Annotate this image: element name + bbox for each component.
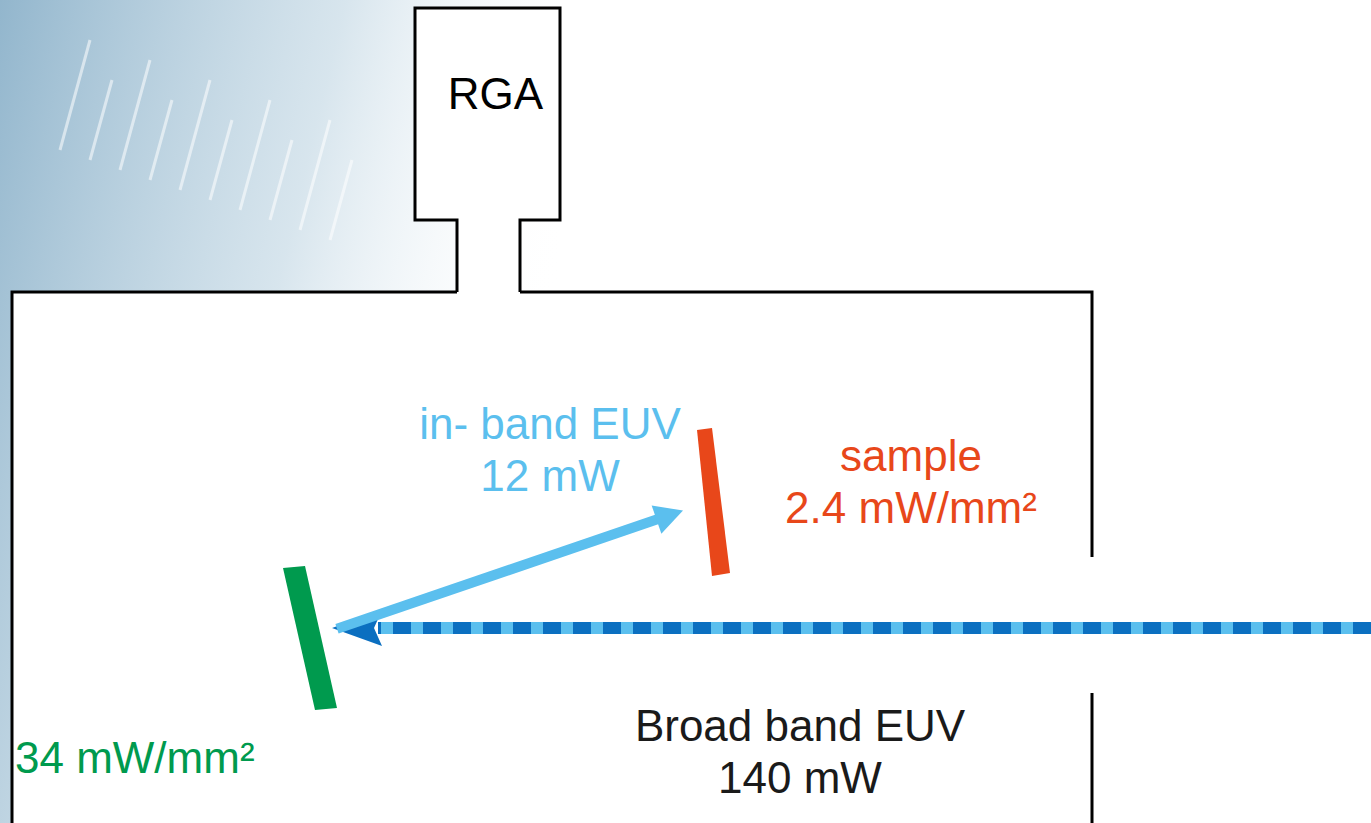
sample-shape [683,428,733,576]
node-label: sample [741,430,1081,482]
node-caption: sample2.4 mW/mm² [741,430,1081,534]
node-caption: 34 mW/mm² [15,732,255,784]
node-label: 34 mW/mm² [15,732,255,784]
sample-bar [697,428,730,576]
mirror-shape [283,566,337,710]
rga-box: RGA [415,8,576,220]
beam-label: Broad band EUV 140 mW [610,700,990,804]
broadband-beam [378,622,1371,634]
sample: sample2.4 mW/mm² [683,428,733,576]
edge-label: in- band EUV 12 mW [405,398,695,502]
chamber-interior [12,292,1092,823]
broadband-beam-dash [378,622,1371,634]
ruler-ticks [60,40,352,240]
node-value: 2.4 mW/mm² [741,482,1081,534]
rga-neck-interior [457,218,520,294]
arrowhead [652,505,683,533]
rga-outline [415,8,560,292]
mirror: 34 mW/mm² [283,566,337,710]
mirror-bar [283,566,337,710]
beam-connector [337,505,683,628]
node-label: RGA [415,68,576,120]
beam-line [337,518,660,628]
chamber-wall [12,292,1092,823]
